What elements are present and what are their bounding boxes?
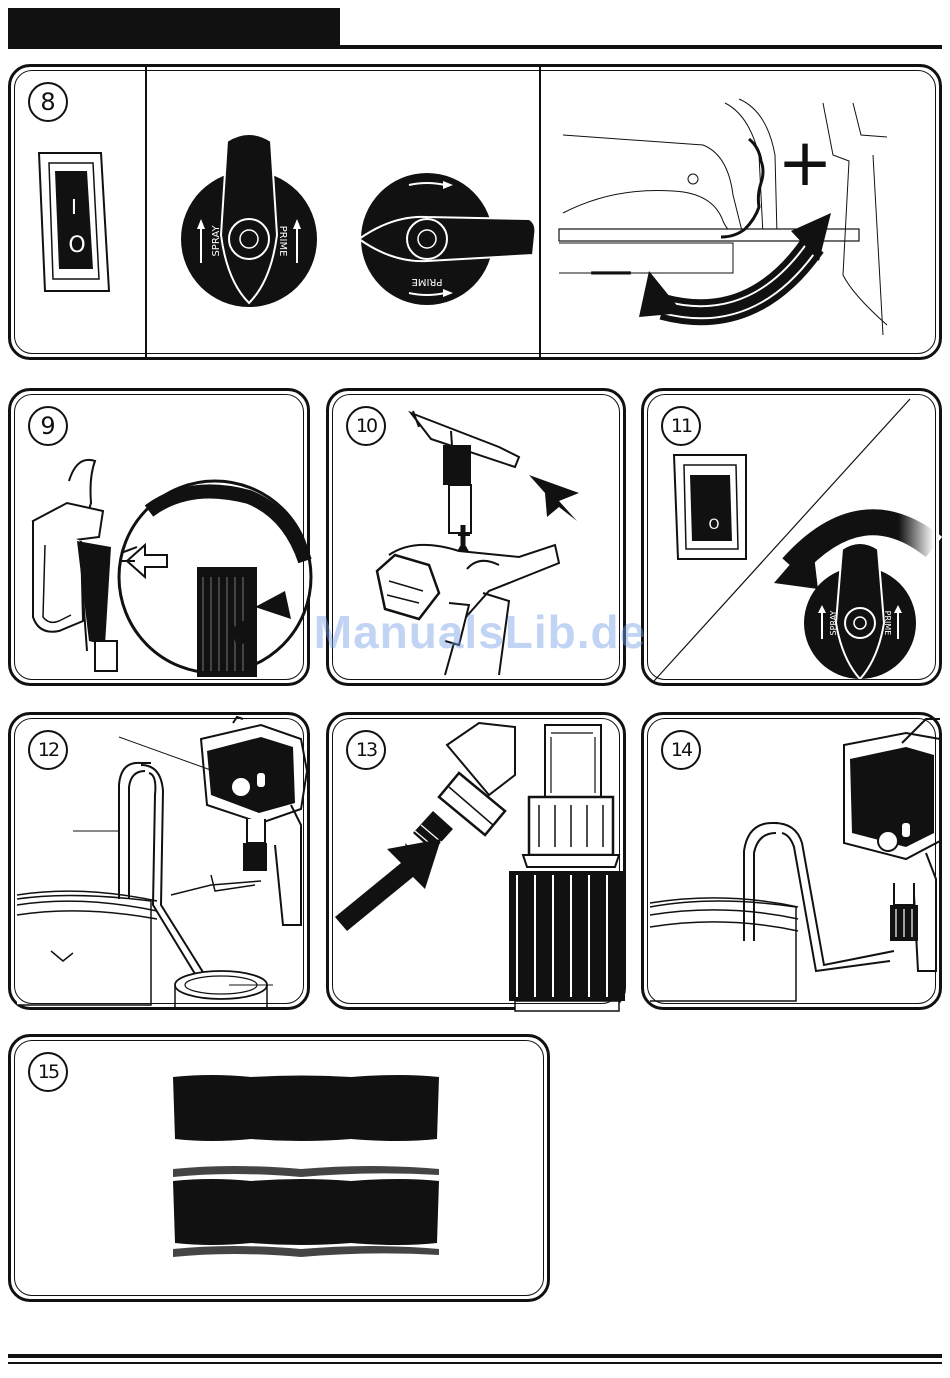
step-12-number: 12 <box>28 730 68 770</box>
step-10-number: 10 <box>346 406 386 446</box>
panel-divider <box>145 67 147 357</box>
step-14-number: 14 <box>661 730 701 770</box>
step-9-panel: 9 <box>8 388 310 686</box>
step-13-panel: 13 <box>326 712 626 1010</box>
step-13-number: 13 <box>346 730 386 770</box>
spray-gun-trigger-lock-icon <box>19 441 309 681</box>
footer-rule <box>8 1354 942 1358</box>
prime-valve-knob-icon: SPRAY PRIME <box>175 131 323 311</box>
header-bar <box>8 8 340 45</box>
knob-prime-label-rotated: PRIME <box>412 276 443 287</box>
step-15-panel: 15 <box>8 1034 550 1302</box>
step-8-number: 8 <box>28 82 68 122</box>
header-rule <box>8 45 942 49</box>
knob-prime-label: PRIME <box>883 611 892 636</box>
switch-on-label: I <box>71 195 77 219</box>
step-8-panel: 8 I O SPRAY PRIME PRIME <box>8 64 942 360</box>
knob-spray-label: SPRAY <box>211 225 222 257</box>
knob-prime-label: PRIME <box>277 226 288 257</box>
prime-valve-knob-horizontal-icon: PRIME <box>353 171 543 311</box>
power-switch-off-icon: O <box>672 453 750 563</box>
switch-off-label: O <box>68 233 85 258</box>
step-9-number: 9 <box>28 406 68 446</box>
switch-off-label: O <box>708 517 719 533</box>
knob-turn-to-spray-icon: SPRAY PRIME <box>772 499 942 685</box>
pressure-plus-label: + <box>777 124 832 201</box>
step-11-number: 11 <box>661 406 701 446</box>
power-switch-on-icon: I O <box>35 149 115 295</box>
footer-rule-thin <box>8 1362 942 1364</box>
spray-pattern-test-icon <box>171 1073 441 1263</box>
step-12-panel: 12 <box>8 712 310 1010</box>
step-15-number: 15 <box>28 1052 68 1092</box>
step-11-panel: 11 O SPRAY PRIME <box>641 388 942 686</box>
pressure-minus-label: — <box>589 245 633 296</box>
knob-spray-label: SPRAY <box>829 610 838 635</box>
pressure-control-illustration: + — <box>553 95 933 355</box>
watermark: ManualsLib.de <box>290 605 670 659</box>
step-14-panel: 14 <box>641 712 942 1010</box>
